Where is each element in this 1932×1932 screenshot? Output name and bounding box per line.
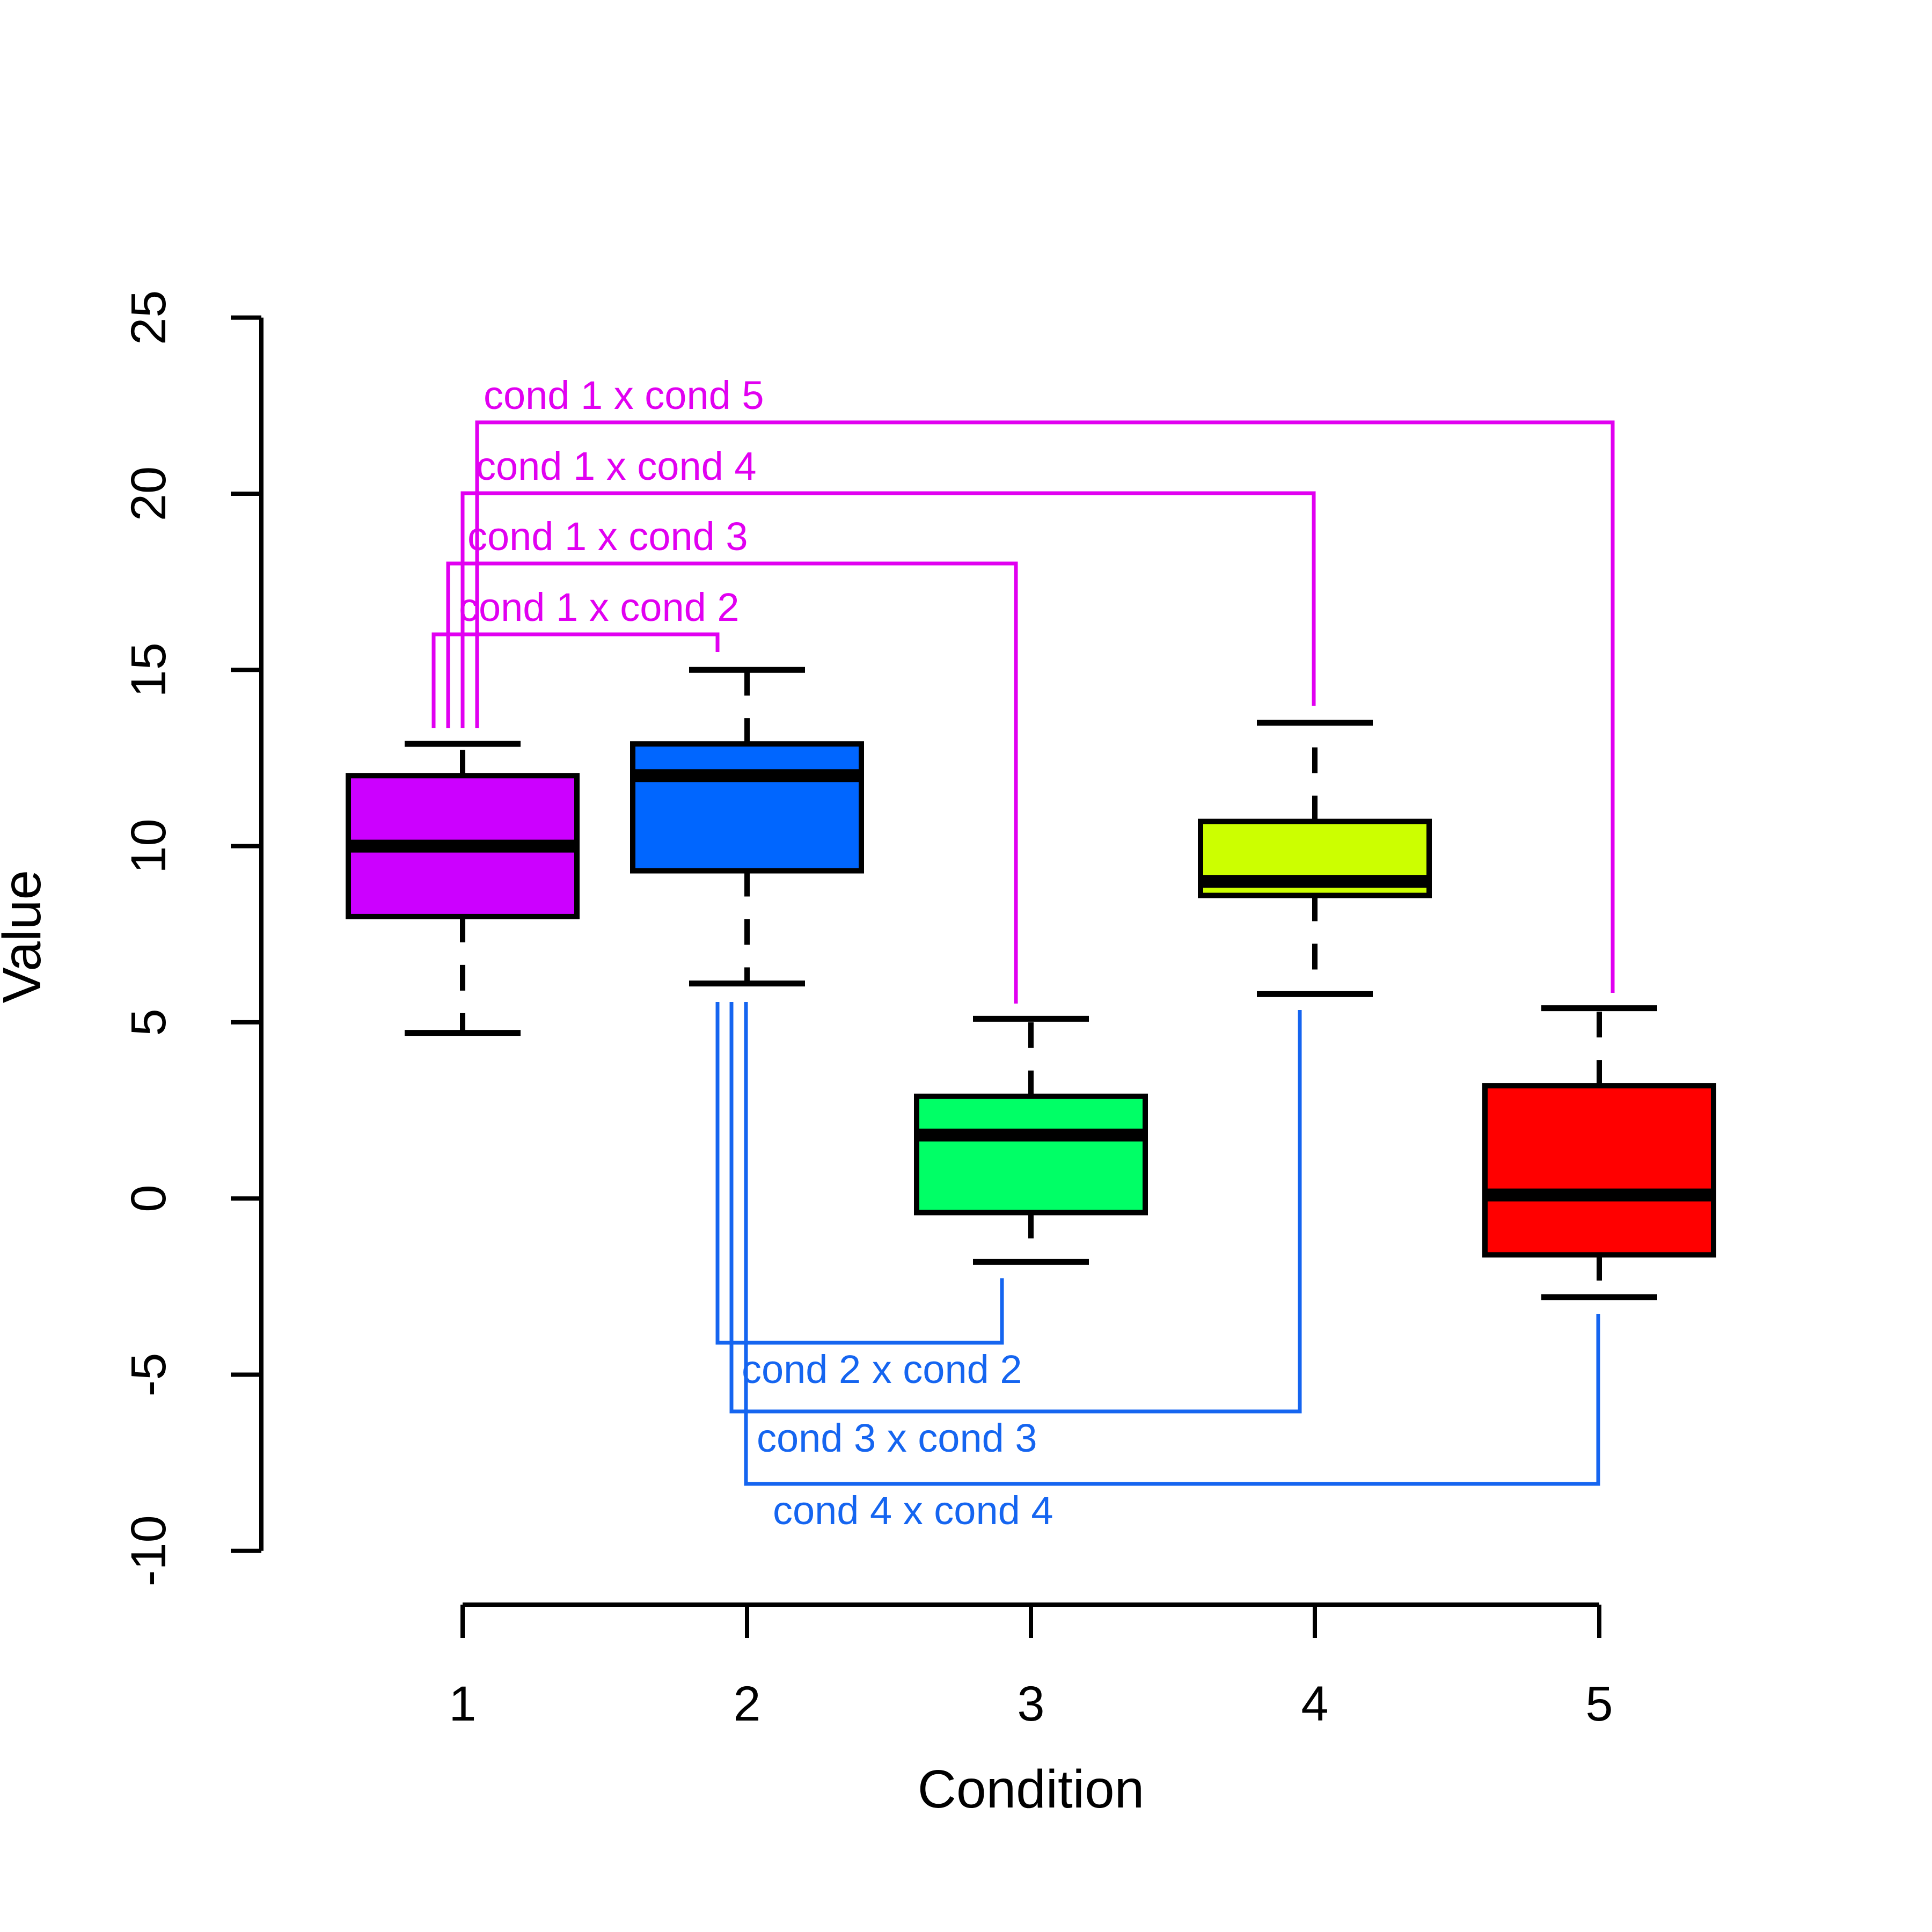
box-condition-5	[1482, 1083, 1716, 1258]
top-bracket-line	[446, 561, 1018, 1004]
x-tick-label: 2	[733, 1677, 760, 1731]
y-tick-label: 25	[121, 290, 176, 345]
x-tick-label: 5	[1585, 1677, 1613, 1731]
box-condition-3	[914, 1093, 1148, 1216]
y-axis-title: Value	[0, 870, 52, 1003]
y-tick-label: 0	[121, 1185, 176, 1212]
x-tick-label: 1	[449, 1677, 476, 1731]
y-tick-label: 15	[121, 642, 176, 697]
bottom-bracket-line	[715, 1002, 1004, 1345]
x-axis-title: Condition	[918, 1759, 1145, 1819]
box-condition-2	[630, 741, 864, 874]
top-bracket-line	[460, 491, 1316, 728]
top-bracket-label: cond 1 x cond 2	[459, 585, 739, 630]
bottom-bracket-line	[729, 1002, 1302, 1414]
top-bracket-label: cond 1 x cond 5	[484, 373, 764, 418]
top-bracket-label: cond 1 x cond 4	[476, 444, 756, 488]
top-bracket-label: cond 1 x cond 3	[467, 514, 748, 559]
bottom-bracket-label: cond 4 x cond 4	[773, 1488, 1053, 1533]
y-tick-label: 10	[121, 818, 176, 873]
bottom-bracket-label: cond 2 x cond 2	[742, 1347, 1022, 1392]
x-tick-label: 4	[1301, 1677, 1328, 1731]
bottom-bracket-line	[744, 1002, 1600, 1486]
bottom-bracket-label: cond 3 x cond 3	[757, 1416, 1037, 1460]
y-tick-label: -10	[121, 1515, 176, 1586]
y-tick-label: 20	[121, 466, 176, 521]
top-bracket-line	[475, 420, 1615, 993]
y-tick-label: 5	[121, 1008, 176, 1036]
y-tick-label: -5	[121, 1353, 176, 1397]
x-tick-label: 3	[1017, 1677, 1044, 1731]
top-bracket-line	[431, 632, 720, 728]
